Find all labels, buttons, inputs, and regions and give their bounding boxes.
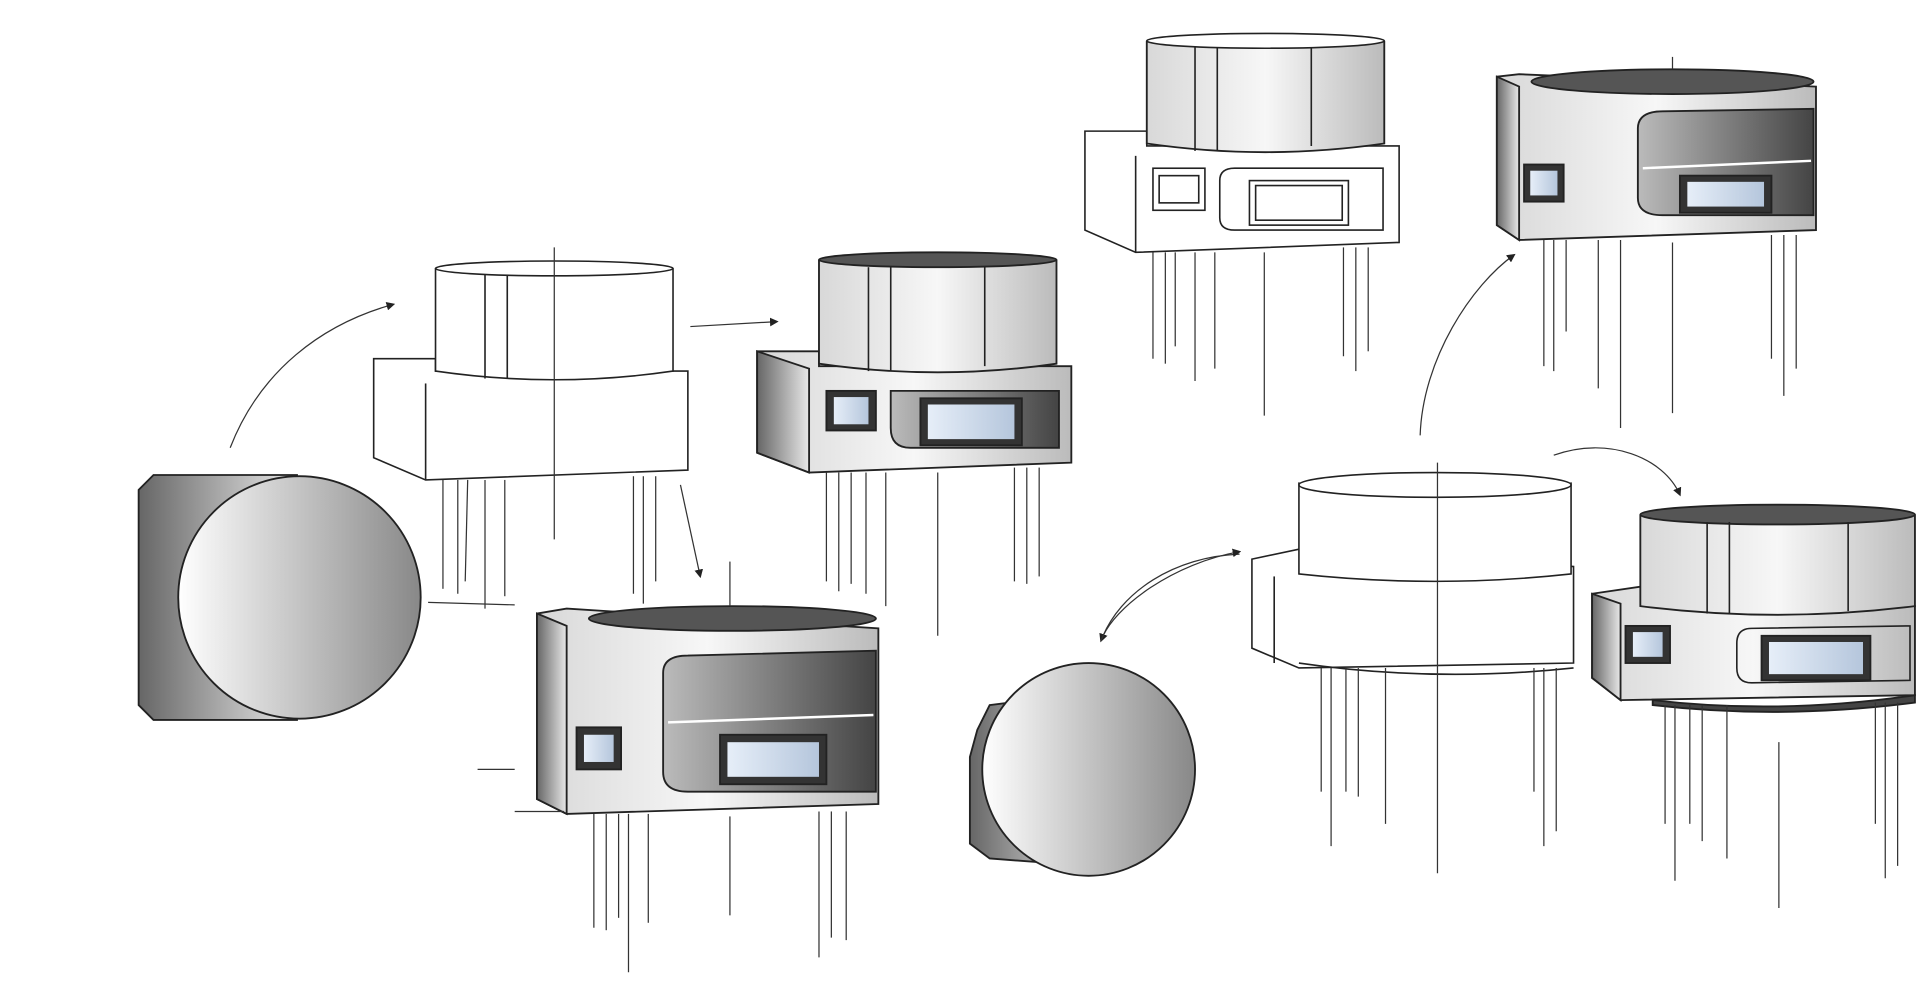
arrow-icon [229,253,1682,643]
shaded-unit-sketch [756,251,1073,636]
right-wireframe-unit-sketch [1251,462,1575,874]
wireframe-unit-sketch [372,247,689,609]
dark-unit-sketch [1495,56,1817,428]
disc-sketch [968,662,1196,877]
right-shaded-unit-sketch [1591,503,1916,908]
large-shaded-unit-sketch [477,561,880,973]
top-wireframe-unit-sketch [1084,32,1400,416]
end-view-sketch [137,474,515,721]
